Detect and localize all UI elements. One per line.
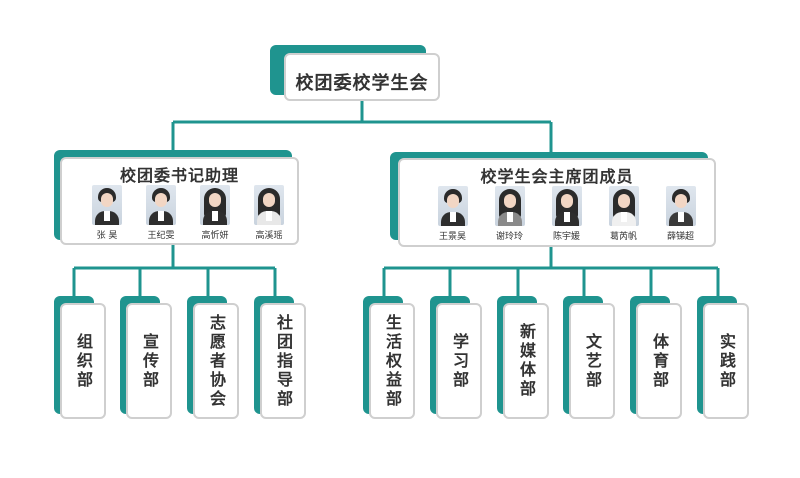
department-label: 文艺部: [583, 332, 602, 390]
member-photo: [494, 186, 525, 226]
group-node-assistants: 校团委书记助理 张 昊 王纪雯 高忻妍 高溪瑶: [54, 150, 299, 245]
root-node: 校团委校学生会: [270, 45, 440, 101]
member-card: 谢玲玲: [481, 186, 538, 242]
department-label: 组织部: [74, 332, 93, 390]
member-photo: [437, 186, 468, 226]
member-photo: [146, 185, 176, 225]
member-card: 薛锑超: [652, 186, 709, 242]
member-name: 张 昊: [96, 231, 118, 241]
department-label: 社团指导部: [274, 313, 293, 409]
member-photo: [254, 185, 284, 225]
member-card: 张 昊: [80, 185, 134, 241]
department-label: 生活权益部: [383, 313, 402, 409]
member-photo: [665, 186, 696, 226]
member-photo: [200, 185, 230, 225]
member-photo: [551, 186, 582, 226]
member-card: 王景昊: [424, 186, 481, 242]
member-name: 谢玲玲: [495, 232, 523, 242]
department-label: 宣传部: [140, 332, 159, 390]
member-card: 葛芮帆: [595, 186, 652, 242]
department-label: 实践部: [717, 332, 736, 390]
department-label: 学习部: [450, 332, 469, 390]
connector-root: [171, 98, 553, 158]
member-name: 高溪瑶: [255, 231, 283, 241]
department-label: 体育部: [650, 332, 669, 390]
member-name: 高忻妍: [201, 231, 229, 241]
member-card: 陈宇媛: [538, 186, 595, 242]
group-title: 校团委书记助理: [119, 166, 239, 185]
group-title: 校学生会主席团成员: [480, 167, 634, 186]
root-title: 校团委校学生会: [295, 73, 429, 94]
member-photo: [92, 185, 122, 225]
member-card: 高溪瑶: [242, 185, 296, 241]
member-name: 薛锑超: [666, 232, 694, 242]
member-name: 王纪雯: [147, 231, 175, 241]
member-name: 葛芮帆: [609, 232, 637, 242]
department-label: 志愿者协会: [207, 313, 226, 409]
connector-group-1: [72, 243, 277, 298]
member-card: 高忻妍: [188, 185, 242, 241]
member-card: 王纪雯: [134, 185, 188, 241]
member-name: 陈宇媛: [552, 232, 580, 242]
group-node-presidium: 校学生会主席团成员 王景昊 谢玲玲 陈宇媛 葛芮帆 薛锑超: [390, 152, 716, 247]
connector-group-2: [382, 245, 720, 298]
member-name: 王景昊: [438, 232, 466, 242]
department-label: 新媒体部: [517, 323, 536, 399]
member-photo: [608, 186, 639, 226]
